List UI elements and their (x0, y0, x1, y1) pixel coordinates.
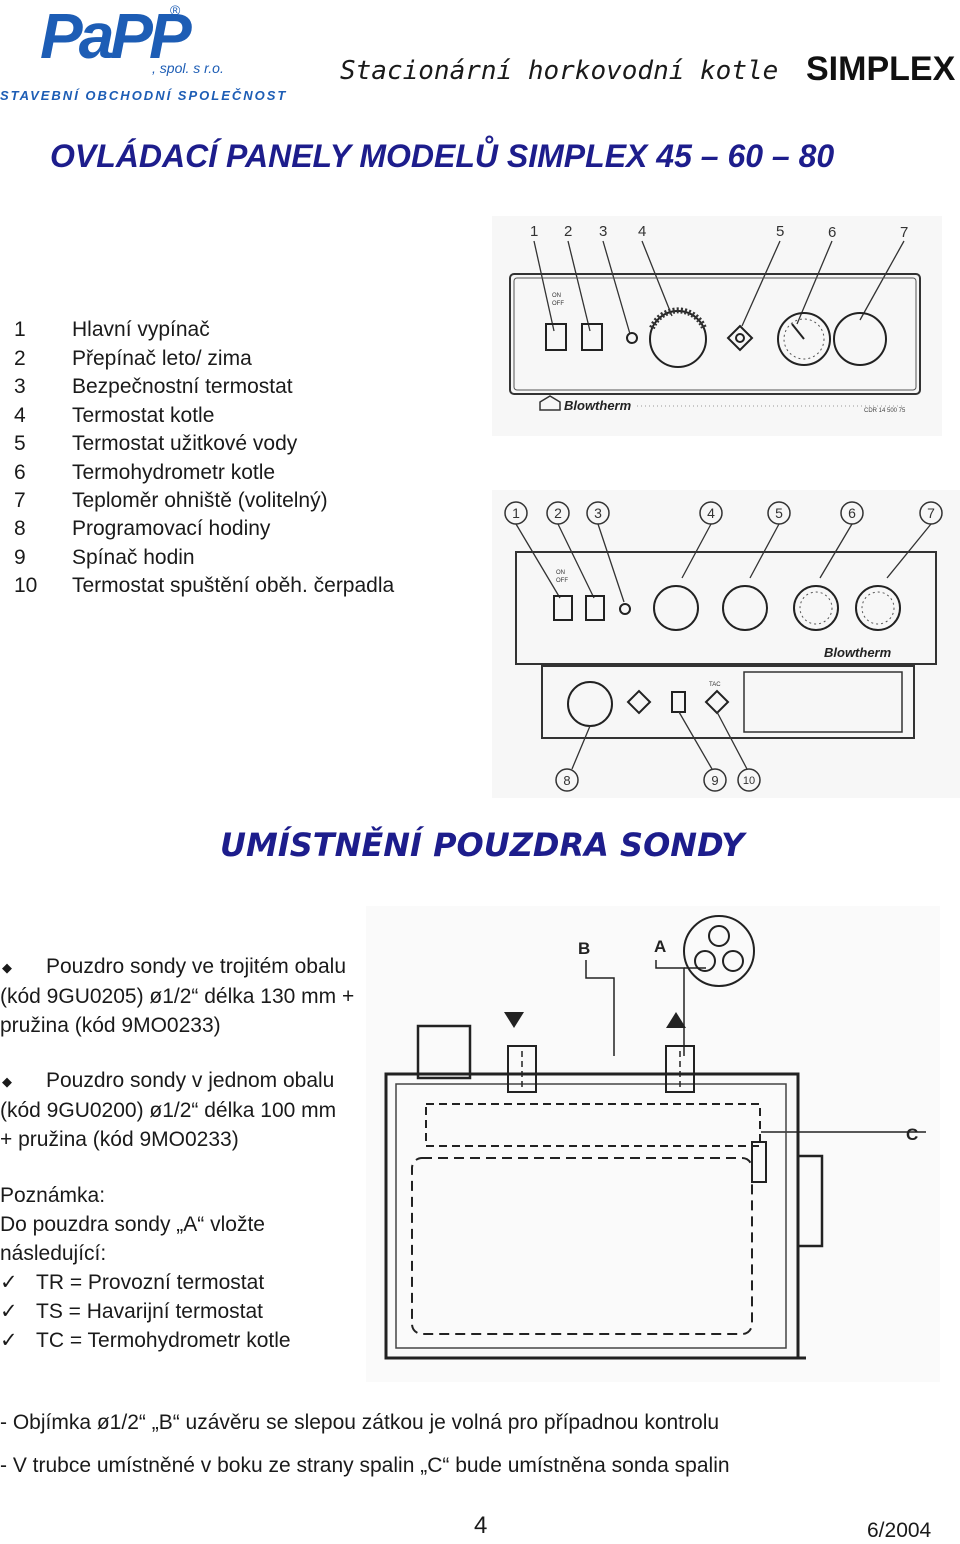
header-subtitle: Stacionární horkovodní kotle (340, 56, 779, 86)
svg-text:1: 1 (530, 223, 538, 240)
logo-wordmark: PaPP (40, 0, 192, 72)
note-block: Poznámka: Do pouzdra sondy „A“ vložte ná… (0, 1181, 291, 1355)
svg-text:OFF: OFF (552, 301, 564, 307)
checkmark-icon: ✓ (0, 1300, 18, 1323)
note-item: ✓TS = Havarijní termostat (0, 1297, 291, 1326)
svg-text:10: 10 (743, 775, 755, 787)
svg-text:Blowtherm: Blowtherm (824, 645, 892, 660)
svg-text:OFF: OFF (556, 578, 568, 584)
svg-text:TAC: TAC (709, 682, 721, 688)
svg-text:B: B (578, 939, 590, 958)
checkmark-icon: ✓ (0, 1271, 18, 1294)
svg-text:2: 2 (554, 505, 562, 521)
svg-text:1: 1 (512, 505, 520, 521)
svg-text:2: 2 (564, 223, 572, 240)
svg-text:4: 4 (638, 223, 646, 240)
boiler-probe-diagram: B A C (366, 906, 940, 1382)
diamond-bullet-icon: ◆ (2, 1073, 12, 1089)
svg-text:5: 5 (776, 223, 784, 240)
control-panel-diagram-top: 1 2 3 4 5 6 7 ON OFF Blowtherm CDR 14 50… (492, 216, 942, 436)
svg-text:C: C (906, 1125, 918, 1144)
note-plug-b: - Objímka ø1/2“ „B“ uzávěru se slepou zá… (0, 1411, 720, 1434)
svg-text:3: 3 (594, 505, 602, 521)
company-logo: PaPP ® , spol. s r.o. STAVEBNÍ OBCHODNÍ … (0, 0, 300, 110)
svg-text:3: 3 (599, 223, 607, 240)
svg-text:7: 7 (927, 505, 935, 521)
svg-text:9: 9 (711, 773, 718, 788)
note-heading: Poznámka: (0, 1184, 106, 1207)
probe-single-description: ◆Pouzdro sondy v jednom obalu (kód 9GU02… (0, 1066, 336, 1154)
page-number: 4 (474, 1512, 488, 1539)
note-probe-c: - V trubce umístněné v boku ze strany sp… (0, 1454, 730, 1477)
svg-text:A: A (654, 937, 666, 956)
logo-tagline: STAVEBNÍ OBCHODNÍ SPOLEČNOST (0, 88, 288, 103)
svg-text:5: 5 (775, 505, 783, 521)
svg-text:ON: ON (556, 570, 565, 576)
probe-triple-description: ◆Pouzdro sondy ve trojitém obalu (kód 9G… (0, 952, 354, 1040)
page-title: OVLÁDACÍ PANELY MODELŮ SIMPLEX 45 – 60 –… (50, 138, 835, 174)
svg-text:4: 4 (707, 505, 715, 521)
note-item: ✓TR = Provozní termostat (0, 1268, 291, 1297)
svg-text:Blowtherm: Blowtherm (564, 398, 632, 413)
checkmark-icon: ✓ (0, 1329, 18, 1352)
svg-text:ON: ON (552, 293, 561, 299)
diamond-bullet-icon: ◆ (2, 959, 12, 975)
section-title-probe: UMÍSTNĚNÍ POUZDRA SONDY (220, 826, 745, 864)
svg-text:8: 8 (563, 773, 570, 788)
svg-text:7: 7 (900, 224, 908, 241)
header-brand: SIMPLEX (806, 50, 956, 88)
svg-text:CDR 14 500 75: CDR 14 500 75 (864, 408, 906, 414)
document-date: 6/2004 (867, 1519, 932, 1542)
svg-text:6: 6 (828, 224, 836, 241)
registered-mark: ® (170, 2, 181, 18)
note-item: ✓TC = Termohydrometr kotle (0, 1326, 291, 1355)
logo-company-suffix: , spol. s r.o. (152, 60, 224, 76)
control-panel-diagram-bottom: 1 2 3 4 5 6 7 ON OFF Blowtherm TAC 8 9 1… (492, 490, 960, 798)
svg-text:6: 6 (848, 505, 856, 521)
